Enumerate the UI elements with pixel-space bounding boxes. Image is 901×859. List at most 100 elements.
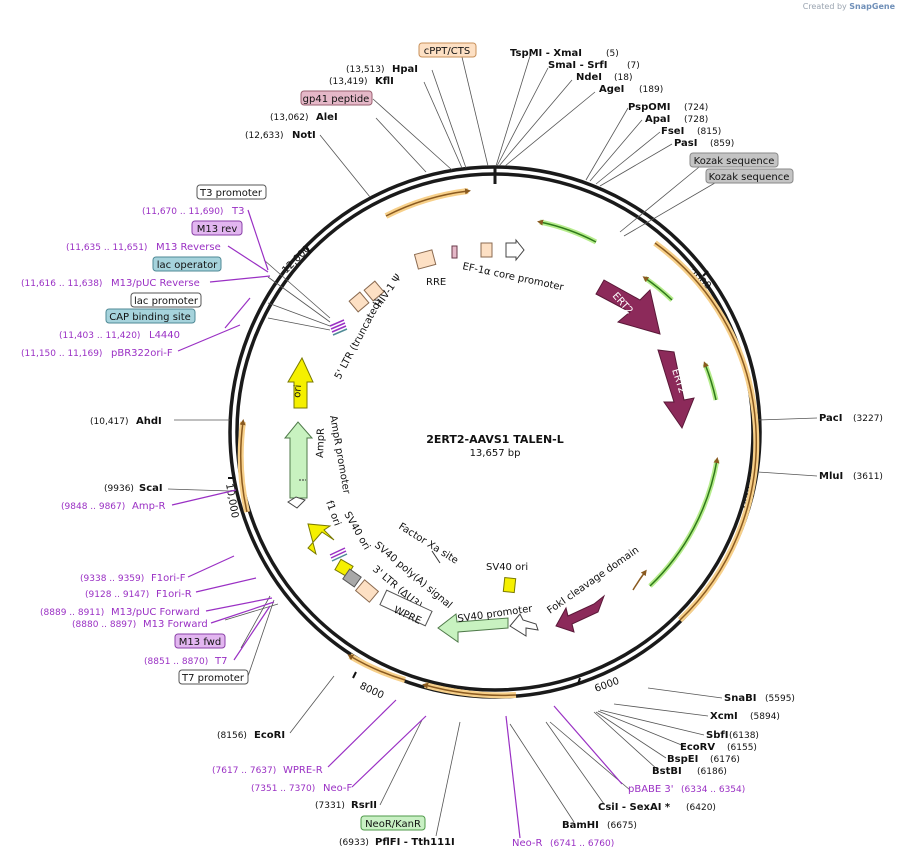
site-name-csii-sexai: CsiI - SexAI * [598, 802, 671, 813]
primer-pos-neo-r: (6741 .. 6760) [550, 839, 614, 849]
box-m13-rev-text: M13 rev [197, 224, 238, 235]
site-pos-smai-srfi: (7) [627, 61, 640, 71]
ruler-label-6000: 6000 [593, 676, 621, 695]
site-pos-sbfi: (6138) [729, 731, 759, 741]
site-pos-ahdi: (10,417) [90, 417, 129, 427]
site-pos-tspmi-xmai: (5) [606, 49, 619, 59]
primer-name-t3: T3 [231, 206, 244, 217]
site-name-pflfi-tth111i: PflFI - Tth111I [375, 837, 455, 848]
orf-arc-green-right-3 [648, 459, 720, 588]
box-lac-promoter-text: lac promoter [134, 296, 199, 307]
primer-pos-m13-reverse: (11,635 .. 11,651) [66, 243, 147, 253]
primer-pos-t3: (11,670 .. 11,690) [142, 207, 223, 217]
box-kozak-2-rect [705, 168, 794, 184]
ampr-promoter-arrow [287, 496, 306, 509]
snapgene-brand: SnapGene [849, 2, 895, 11]
primer-name-l4440: L4440 [149, 330, 180, 341]
site-pos-noti: (12,633) [245, 131, 284, 141]
primer-pos-f1ori-f: (9338 .. 9359) [80, 574, 144, 584]
ef1a-label: EF-1α core promoter [461, 261, 565, 293]
site-name-xcmi: XcmI [710, 711, 738, 722]
site-pos-mlui: (3611) [853, 472, 883, 482]
box-t3-promoter: T3 promoter [196, 184, 267, 200]
box-lac-promoter: lac promoter [130, 292, 202, 308]
box-neor-kanr-text: NeoR/KanR [365, 819, 421, 830]
site-pos-ndei: (18) [614, 73, 632, 83]
site-name-alei: AleI [316, 112, 338, 123]
site-name-hpai: HpaI [392, 64, 418, 75]
site-pos-fsei: (815) [697, 127, 721, 137]
site-name-apai: ApaI [645, 114, 670, 125]
site-pos-alei: (13,062) [270, 113, 309, 123]
sv40-promoter-arrow [509, 613, 539, 637]
box-cap-binding-site: CAP binding site [105, 308, 196, 324]
orf-arc-green-right-1-line [642, 276, 673, 301]
box-neor-kanr-rect [360, 815, 426, 831]
box-cap-binding-site-rect [105, 308, 196, 324]
plasmid-name: 2ERT2-AAVS1 TALEN-L [426, 433, 564, 446]
ruler-tick-12000 [305, 247, 312, 254]
box-kozak-1: Kozak sequence [689, 152, 779, 168]
orf-arc-green-right-3-line [649, 457, 720, 587]
cppt-marker [480, 242, 493, 258]
primer-name-pbabe-3: pBABE 3' [628, 784, 674, 795]
rre-block [413, 249, 437, 270]
primer-name-neo-r: Neo-R [512, 838, 543, 849]
primer-name-f1ori-f: F1ori-F [151, 573, 186, 584]
site-pos-pasi: (859) [710, 139, 734, 149]
box-kozak-1-text: Kozak sequence [694, 156, 775, 167]
site-pos-hpai: (13,513) [346, 65, 385, 75]
box-gp41-peptide-text: gp41 peptide [303, 94, 370, 105]
site-pos-ecori: (8156) [217, 731, 247, 741]
site-pos-rsrii: (7331) [315, 801, 345, 811]
box-t7-promoter-rect [178, 669, 249, 685]
site-pos-bamhi: (6675) [607, 821, 637, 831]
primer-name-m13-puc-reverse: M13/pUC Reverse [111, 278, 200, 289]
snapgene-credit: Created by SnapGene [803, 2, 895, 11]
feature-boxes: cPPT/CTS gp41 peptide Kozak sequence Koz… [105, 42, 794, 831]
site-name-sbfi: SbfI [706, 730, 728, 741]
primer-name-amp-r: Amp-R [132, 501, 166, 512]
orf-arc-bottom-left-line [347, 654, 406, 681]
site-name-smai-srfi: SmaI - SrfI [548, 60, 607, 71]
site-pos-csii-sexai: (6420) [686, 803, 716, 813]
rre-label: RRE [426, 277, 446, 288]
hiv-psi-block-1 [348, 291, 370, 313]
box-cap-binding-site-text: CAP binding site [109, 312, 191, 323]
box-m13-rev-rect [191, 220, 243, 236]
site-name-ndei: NdeI [576, 72, 602, 83]
box-cppt-cts: cPPT/CTS [418, 42, 477, 58]
primer-name-m13-puc-forward: M13/pUC Forward [111, 607, 200, 618]
site-pos-agei: (189) [639, 85, 663, 95]
orf-arc-green-top [539, 219, 598, 245]
ampr-arrow [283, 421, 314, 499]
site-name-tspmi-xmai: TspMI - XmaI [510, 48, 582, 59]
box-t7-promoter-text: T7 promoter [181, 673, 245, 684]
site-pos-bspei: (6176) [710, 755, 740, 765]
sv40-ori-left-label: SV40 ori [341, 510, 372, 552]
primer-pos-f1ori-r: (9128 .. 9147) [85, 590, 149, 600]
f1-ori-arrow [307, 523, 335, 556]
primer-name-m13-reverse: M13 Reverse [156, 242, 221, 253]
ruler-tick-2000 [702, 270, 709, 277]
site-pos-pflfi-tth111i: (6933) [339, 838, 369, 848]
sv40-marks [329, 547, 348, 562]
primer-pos-l4440: (11,403 .. 11,420) [59, 331, 140, 341]
credit-prefix: Created by [802, 2, 847, 11]
box-lac-operator: lac operator [152, 256, 222, 272]
site-name-mlui: MluI [819, 471, 843, 482]
box-t3-promoter-text: T3 promoter [199, 188, 263, 199]
sv40-ori-right-block [502, 576, 517, 594]
ori-label: ori [292, 384, 304, 398]
factor-xa-label: Factor Xa site [396, 521, 460, 566]
box-t3-promoter-rect [196, 184, 267, 200]
box-m13-rev: M13 rev [191, 220, 243, 236]
primer-pos-m13-forward: (8880 .. 8897) [72, 620, 136, 630]
center-features: Factor Xa site SV40 ori SV40 promoter Fo… [396, 521, 641, 643]
box-kozak-2-text: Kozak sequence [709, 172, 790, 183]
neor-arrow [437, 613, 509, 643]
site-name-snabi: SnaBI [724, 693, 756, 704]
primer-name-wpre-r: WPRE-R [283, 765, 323, 776]
site-name-agei: AgeI [599, 84, 624, 95]
